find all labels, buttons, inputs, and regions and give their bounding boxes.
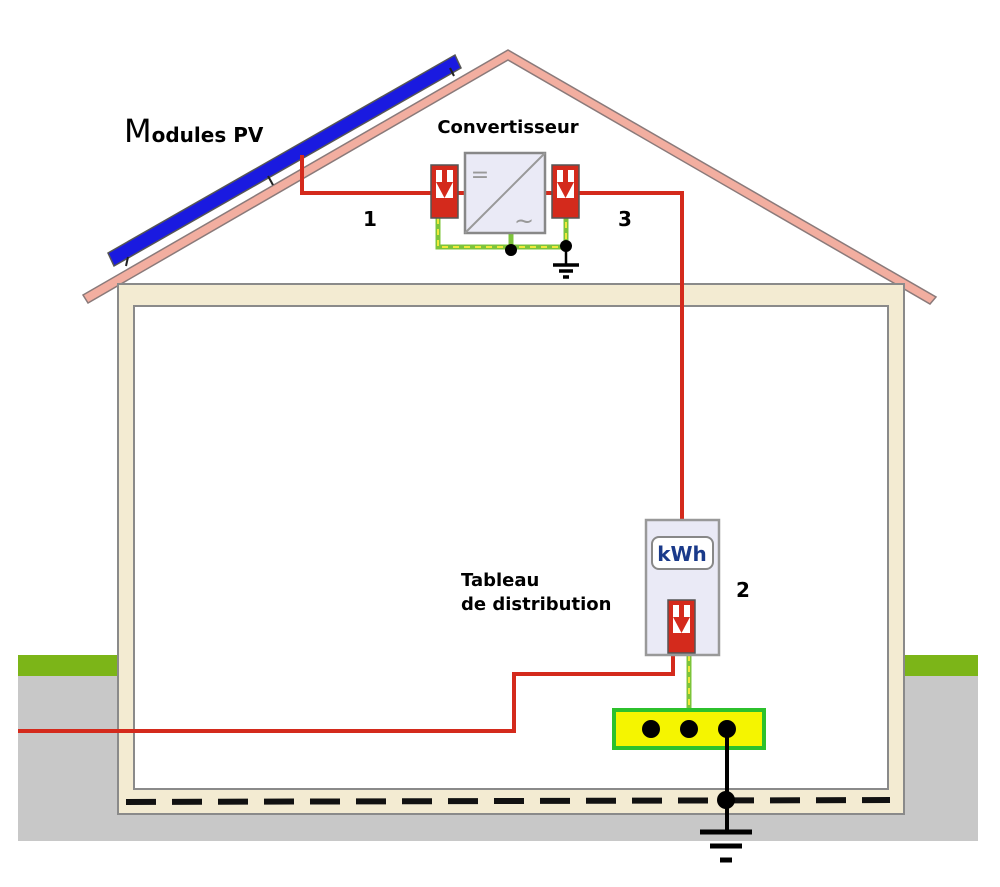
converter-earth-symbol bbox=[505, 240, 579, 279]
dc-symbol: = bbox=[471, 163, 489, 188]
modules-pv-label-initial: M bbox=[124, 112, 152, 150]
converter-label: Convertisseur bbox=[437, 117, 578, 138]
modules-pv-label-rest: odules PV bbox=[152, 123, 264, 147]
earth-electrode-line bbox=[125, 797, 891, 805]
label-number-1: 1 bbox=[363, 207, 377, 231]
label-number-2: 2 bbox=[736, 578, 750, 602]
distribution-board: kWh bbox=[644, 518, 721, 657]
meter-unit: kWh bbox=[657, 542, 707, 566]
main-earth-symbol bbox=[700, 729, 752, 863]
board-label-line2: de distribution bbox=[461, 594, 611, 615]
grid-cable bbox=[18, 655, 675, 733]
roof bbox=[81, 49, 938, 305]
board-label-line1: Tableau bbox=[461, 570, 539, 591]
converter: = ~ bbox=[463, 151, 547, 235]
label-number-3: 3 bbox=[618, 207, 632, 231]
ac-symbol: ~ bbox=[514, 207, 534, 235]
modules-pv-label: Modules PV bbox=[124, 112, 264, 150]
house-walls bbox=[117, 283, 905, 815]
breaker-ac bbox=[551, 164, 580, 219]
breaker-dc bbox=[430, 164, 459, 219]
earth-bus-bar bbox=[612, 708, 766, 750]
dc-cable-1 bbox=[300, 155, 431, 195]
pv-modules bbox=[107, 53, 462, 268]
